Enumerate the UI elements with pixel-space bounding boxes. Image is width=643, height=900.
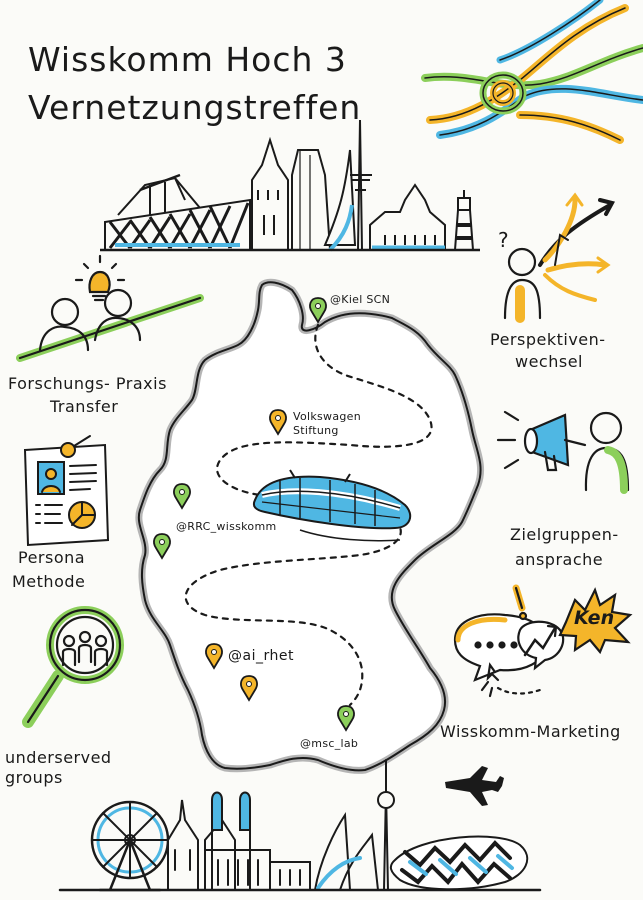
pin-icon-kiel [309,297,327,324]
munich-berlin-skyline [58,759,542,892]
train-icon [252,469,412,542]
label-perspektiven-line-1: Perspektiven- [490,330,606,349]
pin-icon-msc [337,705,355,732]
pin-icon-volkswagen [269,409,287,436]
marketing-bubbles-icon [453,584,633,698]
travel-route [184,323,433,707]
airplane-icon [445,766,504,806]
label-persona-line-1: Persona [18,548,86,567]
perspective-arrows-icon [503,192,615,323]
knot-icon [421,0,643,144]
label-zielgruppen-line-2: ansprache [515,550,604,569]
pin-icon-ai [205,643,223,670]
map-label-ai: @ai_rhet [228,648,294,664]
map-label-rrc: @RRC_wisskomm [176,520,277,533]
persona-document-icon [23,435,110,547]
label-marketing: Wisskomm-Marketing [440,722,621,741]
pin-icon-rrc-south [153,533,171,560]
label-forschung-line-2: Transfer [50,397,119,416]
map-label-volkswagen-line-1: Volkswagen [293,410,362,423]
label-underserved-line-2: groups [5,768,63,787]
map-label-msc: @msc_lab [300,737,359,750]
pin-icon-rrc-north [173,483,191,510]
pin-icon-ai-second [240,675,258,702]
label-underserved-line-1: underserved [5,748,112,767]
kiel-skyline [100,119,480,252]
question-mark: ? [498,228,509,252]
label-perspektiven-line-2: wechsel [515,352,583,371]
magnifier-people-icon [22,606,124,728]
transfer-people-icon [16,254,204,362]
megaphone-person-icon [496,410,630,494]
title-line-2: Vernetzungstreffen [28,88,362,127]
map-label-volkswagen-line-2: Stiftung [293,424,339,437]
label-persona-line-2: Methode [12,572,86,591]
map-label-kiel: @Kiel SCN [330,293,391,306]
ken-sticker-text: Ken [574,607,615,629]
title-line-1: Wisskomm Hoch 3 [28,40,347,79]
label-zielgruppen-line-1: Zielgruppen- [510,525,619,544]
label-forschung-line-1: Forschungs- Praxis [8,374,167,393]
